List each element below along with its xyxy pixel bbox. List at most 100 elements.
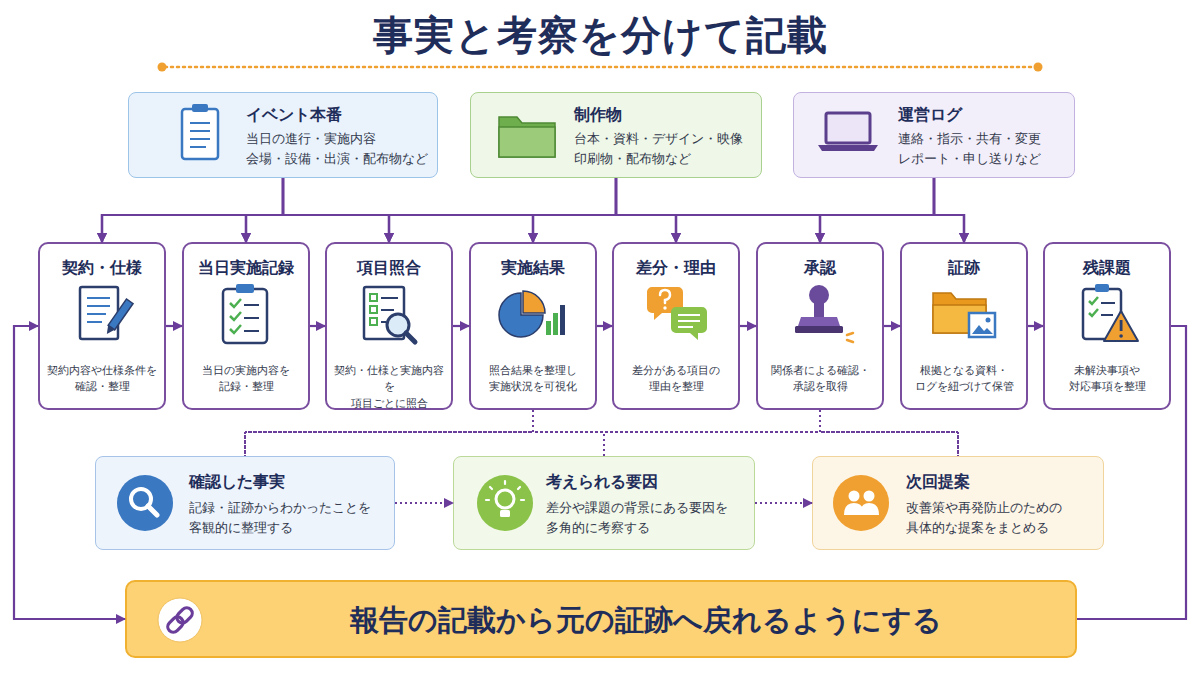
issue-icon <box>1083 284 1138 341</box>
flow-connector <box>533 178 616 242</box>
source-box: 運営ログ連絡・指示・共有・変更 レポート・申し送りなど <box>793 92 1075 178</box>
folder-icon <box>499 117 555 157</box>
node-heading: 運営ログ <box>898 105 962 126</box>
question-icon <box>647 287 707 340</box>
process-box: 実施結果照合結果を整理し 実施状況を可視化 <box>469 242 597 410</box>
node-heading: 差分・理由 <box>614 258 738 279</box>
flow-connector <box>246 178 934 242</box>
node-body: 関係者による確認・ 承認を取得 <box>761 362 879 395</box>
checklist-icon <box>223 284 267 343</box>
process-box: 差分・理由差分がある項目の 理由を整理 <box>612 242 740 410</box>
flow-connector <box>283 178 676 242</box>
summary-band: 報告の記載から元の証跡へ戻れるようにする <box>125 580 1077 658</box>
flow-connector <box>884 325 900 327</box>
flow-connector <box>676 178 934 242</box>
dotted-connector <box>395 502 453 504</box>
flow-connector <box>283 178 820 242</box>
dotted-connector <box>533 410 604 456</box>
node-body: 差分や課題の背景にある要因を 多角的に考察する <box>546 498 756 538</box>
process-box: 項目照合契約・仕様と実施内容を 項目ごとに照合 <box>325 242 453 410</box>
clipboard-icon <box>182 104 218 159</box>
node-body: 照合結果を整理し 実施状況を可視化 <box>474 362 592 395</box>
flow-connector <box>310 325 325 327</box>
flow-connector <box>740 325 756 327</box>
flow-connector <box>166 325 182 327</box>
dotted-connector <box>245 410 533 456</box>
node-heading: 考えられる要因 <box>546 472 658 493</box>
node-heading: 項目照合 <box>327 258 451 279</box>
node-body: 連絡・指示・共有・変更 レポート・申し送りなど <box>898 129 1098 169</box>
node-heading: 承認 <box>758 258 882 279</box>
node-body: 当日の進行・実施内容 会場・設備・出演・配布物など <box>246 129 446 169</box>
node-body: 当日の実施内容を 記録・整理 <box>187 362 305 395</box>
flow-connector <box>102 178 283 242</box>
dotted-connector <box>820 410 958 456</box>
insight-box: 考えられる要因差分や課題の背景にある要因を 多角的に考察する <box>453 456 755 550</box>
source-box: 制作物台本・資料・デザイン・映像 印刷物・配布物など <box>470 92 762 178</box>
node-body: 記録・証跡からわかったことを 客観的に整理する <box>189 498 399 538</box>
flow-connector <box>283 178 389 242</box>
node-heading: 契約・仕様 <box>40 258 164 279</box>
node-body: 契約・仕様と実施内容を 項目ごとに照合 <box>330 362 448 411</box>
dotted-connector <box>245 410 820 456</box>
node-heading: 実施結果 <box>471 258 595 279</box>
laptop-icon <box>818 113 878 151</box>
flow-connector <box>389 178 616 242</box>
flow-connector <box>283 178 533 242</box>
flow-connector <box>597 325 612 327</box>
flow-connector <box>14 326 125 619</box>
dotted-connector <box>533 410 958 456</box>
people-icon <box>833 475 889 531</box>
flow-connector <box>389 178 934 242</box>
node-heading: 確認した事実 <box>189 472 285 493</box>
diagram-title: 事実と考察を分けて記載 <box>0 8 1200 63</box>
band-text: 報告の記載から元の証跡へ戻れるようにする <box>217 601 1075 641</box>
node-heading: 残課題 <box>1045 258 1169 279</box>
flow-connector <box>1028 325 1043 327</box>
flow-connector <box>283 178 964 242</box>
node-heading: 当日実施記録 <box>184 258 308 279</box>
insight-box: 次回提案改善策や再発防止のための 具体的な提案をまとめる <box>812 456 1104 550</box>
stamp-icon <box>795 285 853 342</box>
title-rule <box>158 63 1043 72</box>
node-body: 差分がある項目の 理由を整理 <box>617 362 735 395</box>
flow-connector <box>934 178 964 242</box>
flow-connector <box>616 178 820 242</box>
node-heading: イベント本番 <box>246 105 342 126</box>
flow-connector <box>102 178 934 242</box>
node-body: 未解決事項や 対応事項を整理 <box>1048 362 1166 395</box>
node-body: 契約内容や仕様条件を 確認・整理 <box>43 362 161 395</box>
flow-connector <box>453 325 469 327</box>
node-body: 台本・資料・デザイン・映像 印刷物・配布物など <box>574 129 774 169</box>
flow-connector <box>616 178 676 242</box>
insight-box: 確認した事実記録・証跡からわかったことを 客観的に整理する <box>95 456 395 550</box>
link-icon <box>158 598 202 642</box>
node-heading: 証跡 <box>902 258 1026 279</box>
flow-connector <box>102 178 616 242</box>
flow-connector <box>616 178 964 242</box>
process-box: 契約・仕様契約内容や仕様条件を 確認・整理 <box>38 242 166 410</box>
process-box: 証跡根拠となる資料・ ログを紐づけて保管 <box>900 242 1028 410</box>
process-box: 残課題未解決事項や 対応事項を整理 <box>1043 242 1171 410</box>
process-box: 当日実施記録当日の実施内容を 記録・整理 <box>182 242 310 410</box>
flow-connector <box>1077 326 1186 619</box>
process-box: 承認関係者による確認・ 承認を取得 <box>756 242 884 410</box>
flow-connector <box>246 178 283 242</box>
source-box: イベント本番当日の進行・実施内容 会場・設備・出演・配布物など <box>128 92 438 178</box>
node-body: 根拠となる資料・ ログを紐づけて保管 <box>905 362 1023 395</box>
flow-connector <box>246 178 616 242</box>
compare-icon <box>364 287 415 342</box>
contract-icon <box>80 287 133 339</box>
idea-icon <box>477 475 533 531</box>
node-body: 改善策や再発防止のための 具体的な提案をまとめる <box>906 498 1116 538</box>
dotted-connector <box>604 410 820 456</box>
flow-connector <box>533 178 934 242</box>
dotted-connector <box>755 502 812 504</box>
node-heading: 制作物 <box>574 105 622 126</box>
fact-icon <box>117 475 173 531</box>
